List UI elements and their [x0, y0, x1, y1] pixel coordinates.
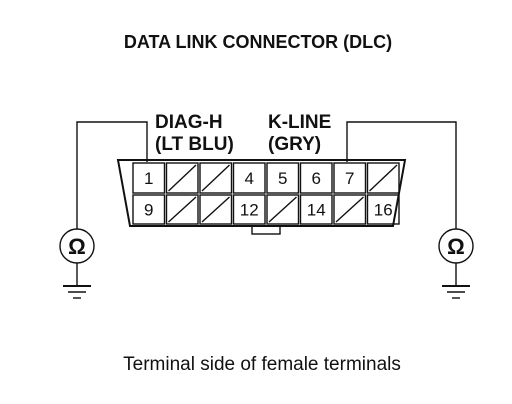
pin-number-14: 14 [307, 201, 326, 220]
diag-h-label: DIAG-H [155, 112, 223, 133]
pin-cell [132, 194, 166, 225]
pin-cell [165, 194, 199, 225]
pin-number-16: 16 [374, 201, 393, 220]
left-ohm-icon: Ω [68, 234, 86, 259]
k-line-color-label: (GRY) [268, 134, 321, 155]
pin-number-7: 7 [345, 169, 354, 188]
diagram-title: DATA LINK CONNECTOR (DLC) [124, 32, 392, 52]
left-ohmmeter: Ω [59, 228, 95, 264]
pin-cell [232, 194, 266, 225]
pin-cell [199, 194, 233, 225]
pin-number-1: 1 [144, 169, 153, 188]
right-ohm-icon: Ω [447, 234, 465, 259]
pin-cell [299, 194, 333, 225]
pin-number-4: 4 [245, 169, 254, 188]
unused-pin-slash [201, 164, 230, 192]
pin-cell [266, 162, 300, 194]
pin-cell [132, 162, 166, 194]
pin-number-6: 6 [312, 169, 321, 188]
pin-cell [165, 162, 199, 194]
connector-outline [116, 159, 407, 227]
unused-pin-slash [268, 196, 297, 223]
pin-cell [199, 162, 233, 194]
unused-pin-slash [369, 164, 398, 192]
pin-number-5: 5 [278, 169, 287, 188]
unused-pin-slash [168, 196, 197, 223]
right-ground-icon [442, 263, 470, 299]
right-probe-wire [346, 121, 457, 229]
left-ground-icon [63, 263, 91, 299]
pin-number-12: 12 [240, 201, 259, 220]
pin-cell [232, 162, 266, 194]
diagram-caption: Terminal side of female terminals [123, 354, 401, 375]
pin-cell [299, 162, 333, 194]
left-probe-wire [76, 121, 148, 229]
unused-pin-slash [168, 164, 197, 192]
pin-cell [266, 194, 300, 225]
pin-number-9: 9 [144, 201, 153, 220]
pin-cell [333, 162, 367, 194]
unused-pin-slash [201, 196, 230, 223]
pin-cell [366, 194, 400, 225]
diag-h-color-label: (LT BLU) [155, 134, 234, 155]
pin-cell [366, 162, 400, 194]
pin-cell [333, 194, 367, 225]
connector-lock-tab [251, 225, 281, 235]
unused-pin-slash [335, 196, 364, 223]
k-line-label: K-LINE [268, 112, 331, 133]
right-ohmmeter: Ω [438, 228, 474, 264]
